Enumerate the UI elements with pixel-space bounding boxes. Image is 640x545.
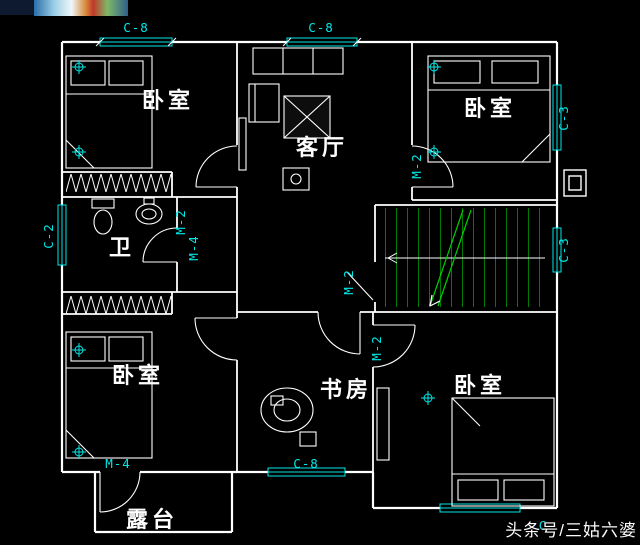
room-label-study: 书房 — [320, 377, 372, 402]
tag-c3-right-top: C-3 — [556, 105, 571, 131]
tag-c2-left: C-2 — [41, 223, 56, 249]
top-image-sliver — [34, 0, 128, 16]
tag-c8-top-mid: C-8 — [308, 20, 334, 35]
cad-point-marker-icon — [72, 60, 441, 459]
sofa-set — [238, 47, 344, 191]
tag-c-partial: C — [539, 518, 548, 533]
tag-m2-hall: M-2 — [173, 209, 188, 235]
tv-cabinet-bedroom-br — [376, 387, 390, 461]
study-desk — [260, 387, 317, 447]
windows — [57, 37, 562, 513]
doors — [99, 145, 454, 513]
stairs — [385, 208, 545, 307]
column-flue — [563, 169, 587, 197]
room-label-bedroom-tr: 卧室 — [464, 96, 516, 121]
bed-bottom-right — [451, 397, 555, 507]
tag-c3-right-mid: C-3 — [556, 237, 571, 263]
room-label-bedroom-tl: 卧室 — [142, 88, 194, 113]
tag-m2-living: M-2 — [409, 153, 424, 179]
tag-c8-top-left: C-8 — [123, 20, 149, 35]
outer-walls — [60, 40, 559, 534]
room-label-living: 客厅 — [296, 135, 348, 160]
watermark: 头条号/三姑六婆 — [505, 521, 637, 540]
code-labels: C-8 C-8 C-3 C-3 C-2 M-2 M-2 M-4 M-2 M-2 … — [41, 20, 571, 533]
bed-top-left — [65, 55, 153, 169]
tag-m4-hall: M-4 — [186, 235, 201, 261]
bath-fixtures — [91, 197, 163, 235]
top-corner-strip — [0, 0, 34, 15]
dimension-tick-icon — [95, 37, 362, 47]
room-label-bedroom-br: 卧室 — [454, 373, 506, 398]
tag-c8-bottom: C-8 — [293, 456, 319, 471]
tag-m4-terrace: M-4 — [105, 456, 131, 471]
room-label-bath: 卫 — [109, 235, 135, 260]
room-labels: 卧室 客厅 卧室 卫 卧室 书房 卧室 露台 — [109, 88, 516, 532]
closet-hatch — [66, 174, 172, 314]
room-label-terrace: 露台 — [126, 507, 178, 532]
bed-bottom-left — [65, 331, 153, 459]
tag-m2-stairs: M-2 — [341, 269, 356, 295]
tag-m2-bedroom-br: M-2 — [369, 335, 384, 361]
room-label-bedroom-bl: 卧室 — [112, 363, 164, 388]
